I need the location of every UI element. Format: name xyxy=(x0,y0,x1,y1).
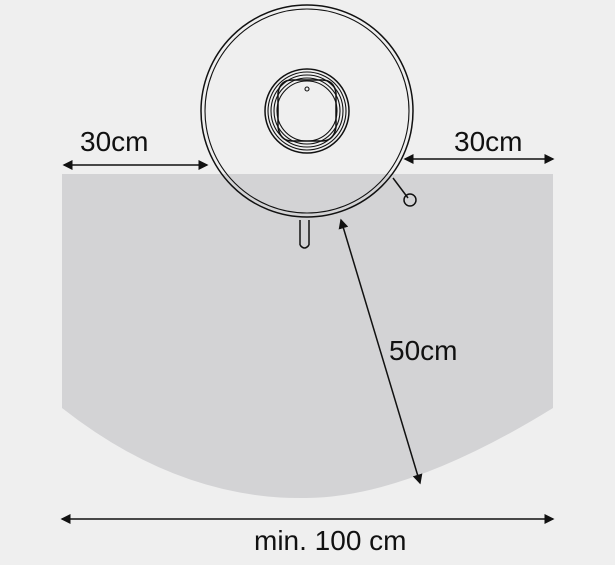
robot-button-ring-inner-1 xyxy=(267,71,347,151)
side-brush-tip xyxy=(403,193,417,207)
robot-outer-ring xyxy=(204,8,410,214)
robot-button-ring-inner-3 xyxy=(273,77,341,145)
robot-button-ring xyxy=(264,68,350,154)
robot-button-ring-inner-2 xyxy=(270,74,344,148)
robot-indicator-dot xyxy=(304,86,310,92)
front-sensor-bottom xyxy=(299,244,310,249)
side-brush-arm xyxy=(392,177,409,199)
robot-vacuum-top-view xyxy=(200,4,417,249)
clearance-area xyxy=(62,174,553,499)
robot-outer-body xyxy=(200,4,414,218)
robot-top-button xyxy=(277,79,337,142)
front-clearance-label: 50cm xyxy=(389,335,457,366)
front-50cm-dimension-line xyxy=(338,218,423,485)
minimum-width-label: min. 100 cm xyxy=(254,525,407,556)
dimension-lines xyxy=(60,154,555,524)
right-clearance-label: 30cm xyxy=(454,126,522,157)
left-clearance-label: 30cm xyxy=(80,126,148,157)
